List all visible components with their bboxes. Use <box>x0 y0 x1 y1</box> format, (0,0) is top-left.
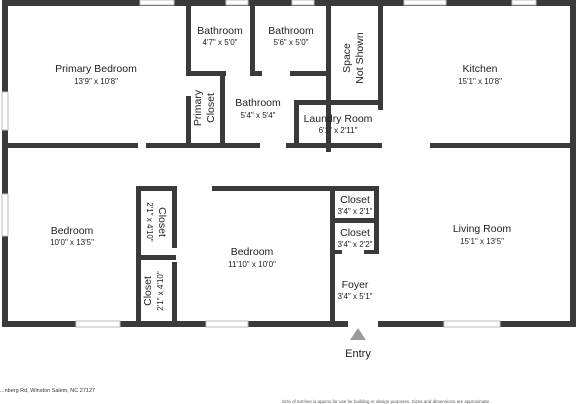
wall <box>330 250 342 254</box>
window <box>511 0 537 6</box>
laundry-room-label: Laundry Room 6'1" x 2'11" <box>304 113 373 135</box>
window <box>139 0 175 6</box>
room-name: Closet <box>340 194 370 206</box>
wall <box>136 186 176 191</box>
room-name: Closet <box>142 276 154 306</box>
label-line: Primary <box>192 89 204 126</box>
bedroom-left-label: Bedroom 10'0" x 13'5" <box>50 225 94 247</box>
room-dims: 3'4" x 2'1" <box>338 207 373 216</box>
window <box>291 0 315 6</box>
room-name: Bathroom <box>268 25 314 37</box>
wall <box>330 186 335 324</box>
wall <box>330 218 378 223</box>
exterior-wall-bottom <box>2 321 576 327</box>
exterior-wall-top <box>2 0 576 6</box>
closet-lower-label: Closet 2'1" x 4'10" <box>142 271 165 311</box>
room-dims: 6'1" x 2'11" <box>319 126 358 135</box>
wall <box>172 262 177 324</box>
label-line: Space <box>341 43 353 73</box>
window <box>1 193 9 237</box>
room-name: Living Room <box>453 223 512 235</box>
wall <box>330 186 378 191</box>
wall <box>250 71 262 76</box>
room-dims: 15'1" x 10'8" <box>458 77 502 86</box>
wall <box>294 100 299 148</box>
room-dims: 2'1" x 4'10" <box>145 202 154 242</box>
room-dims: 2'1" x 4'10" <box>156 271 165 311</box>
living-room-label: Living Room 15'1" x 13'5" <box>453 223 512 246</box>
wall <box>186 96 191 144</box>
closet-a-label: Closet 3'4" x 2'1" <box>338 194 373 216</box>
window <box>1 91 9 131</box>
window <box>443 320 501 328</box>
kitchen-label: Kitchen 15'1" x 10'8" <box>458 63 502 86</box>
room-dims: 13'9" x 10'8" <box>74 77 118 86</box>
room-dims: 3'4" x 5'1" <box>338 292 373 301</box>
primary-closet-label: Primary Closet <box>192 89 217 126</box>
wall <box>136 255 176 260</box>
room-dims: 5'4" x 5'4" <box>241 111 276 120</box>
room-name: Bathroom <box>197 25 243 37</box>
window <box>75 320 121 328</box>
room-dims: 4'7" x 5'0" <box>203 38 238 47</box>
wall <box>172 186 177 248</box>
exterior-wall-right <box>570 0 576 327</box>
window <box>403 0 447 6</box>
room-dims: 15'1" x 13'5" <box>460 237 504 246</box>
wall <box>186 71 226 76</box>
label-line: Closet <box>205 93 217 123</box>
entry-label: Entry <box>345 348 371 360</box>
window <box>205 320 249 328</box>
wall <box>364 250 378 254</box>
bathroom-1-label: Bathroom 4'7" x 5'0" <box>197 25 243 47</box>
room-dims: 3'4" x 2'2" <box>338 240 373 249</box>
wall <box>290 71 330 76</box>
bathroom-2-label: Bathroom 5'6" x 5'0" <box>268 25 314 47</box>
room-name: Closet <box>340 227 370 239</box>
room-dims: 5'6" x 5'0" <box>274 38 309 47</box>
room-name: Bathroom <box>235 97 281 109</box>
wall <box>2 143 260 148</box>
wall <box>186 4 191 76</box>
doorway <box>138 143 146 148</box>
bathroom-3-label: Bathroom 5'4" x 5'4" <box>235 97 281 120</box>
wall <box>286 143 382 148</box>
doorway <box>348 321 378 327</box>
primary-bedroom-label: Primary Bedroom 13'9" x 10'8" <box>55 63 137 86</box>
room-name: Closet <box>156 207 168 237</box>
entry-arrow-icon <box>350 328 366 340</box>
room-name: Foyer <box>342 279 369 291</box>
space-not-shown-label: Space Not Shown <box>341 32 366 84</box>
room-name: Kitchen <box>462 63 497 75</box>
wall <box>326 4 331 152</box>
room-name: Bedroom <box>231 246 274 258</box>
wall <box>212 186 336 191</box>
disclaimer-footer: Size of torches is approx for use for bu… <box>282 399 490 404</box>
label-line: Not Shown <box>354 32 366 84</box>
room-dims: 10'0" x 13'5" <box>50 238 94 247</box>
wall <box>378 4 383 110</box>
address-footer: ...nberg Rd, Winston Salem, NC 27127 <box>0 388 95 394</box>
wall <box>430 143 576 148</box>
foyer-label: Foyer 3'4" x 5'1" <box>338 279 373 301</box>
room-dims: 11'10" x 10'0" <box>228 260 276 269</box>
bedroom-center-label: Bedroom 11'10" x 10'0" <box>228 246 276 269</box>
closet-b-label: Closet 3'4" x 2'2" <box>338 227 373 249</box>
room-name: Laundry Room <box>304 113 373 125</box>
wall <box>250 4 255 76</box>
room-name: Primary Bedroom <box>55 63 137 75</box>
room-name: Bedroom <box>51 225 94 237</box>
window <box>225 0 249 6</box>
wall <box>220 71 225 147</box>
exterior-wall-left <box>2 0 8 327</box>
closet-upper-label: Closet 2'1" x 4'10" <box>145 202 168 242</box>
wall <box>294 100 382 105</box>
